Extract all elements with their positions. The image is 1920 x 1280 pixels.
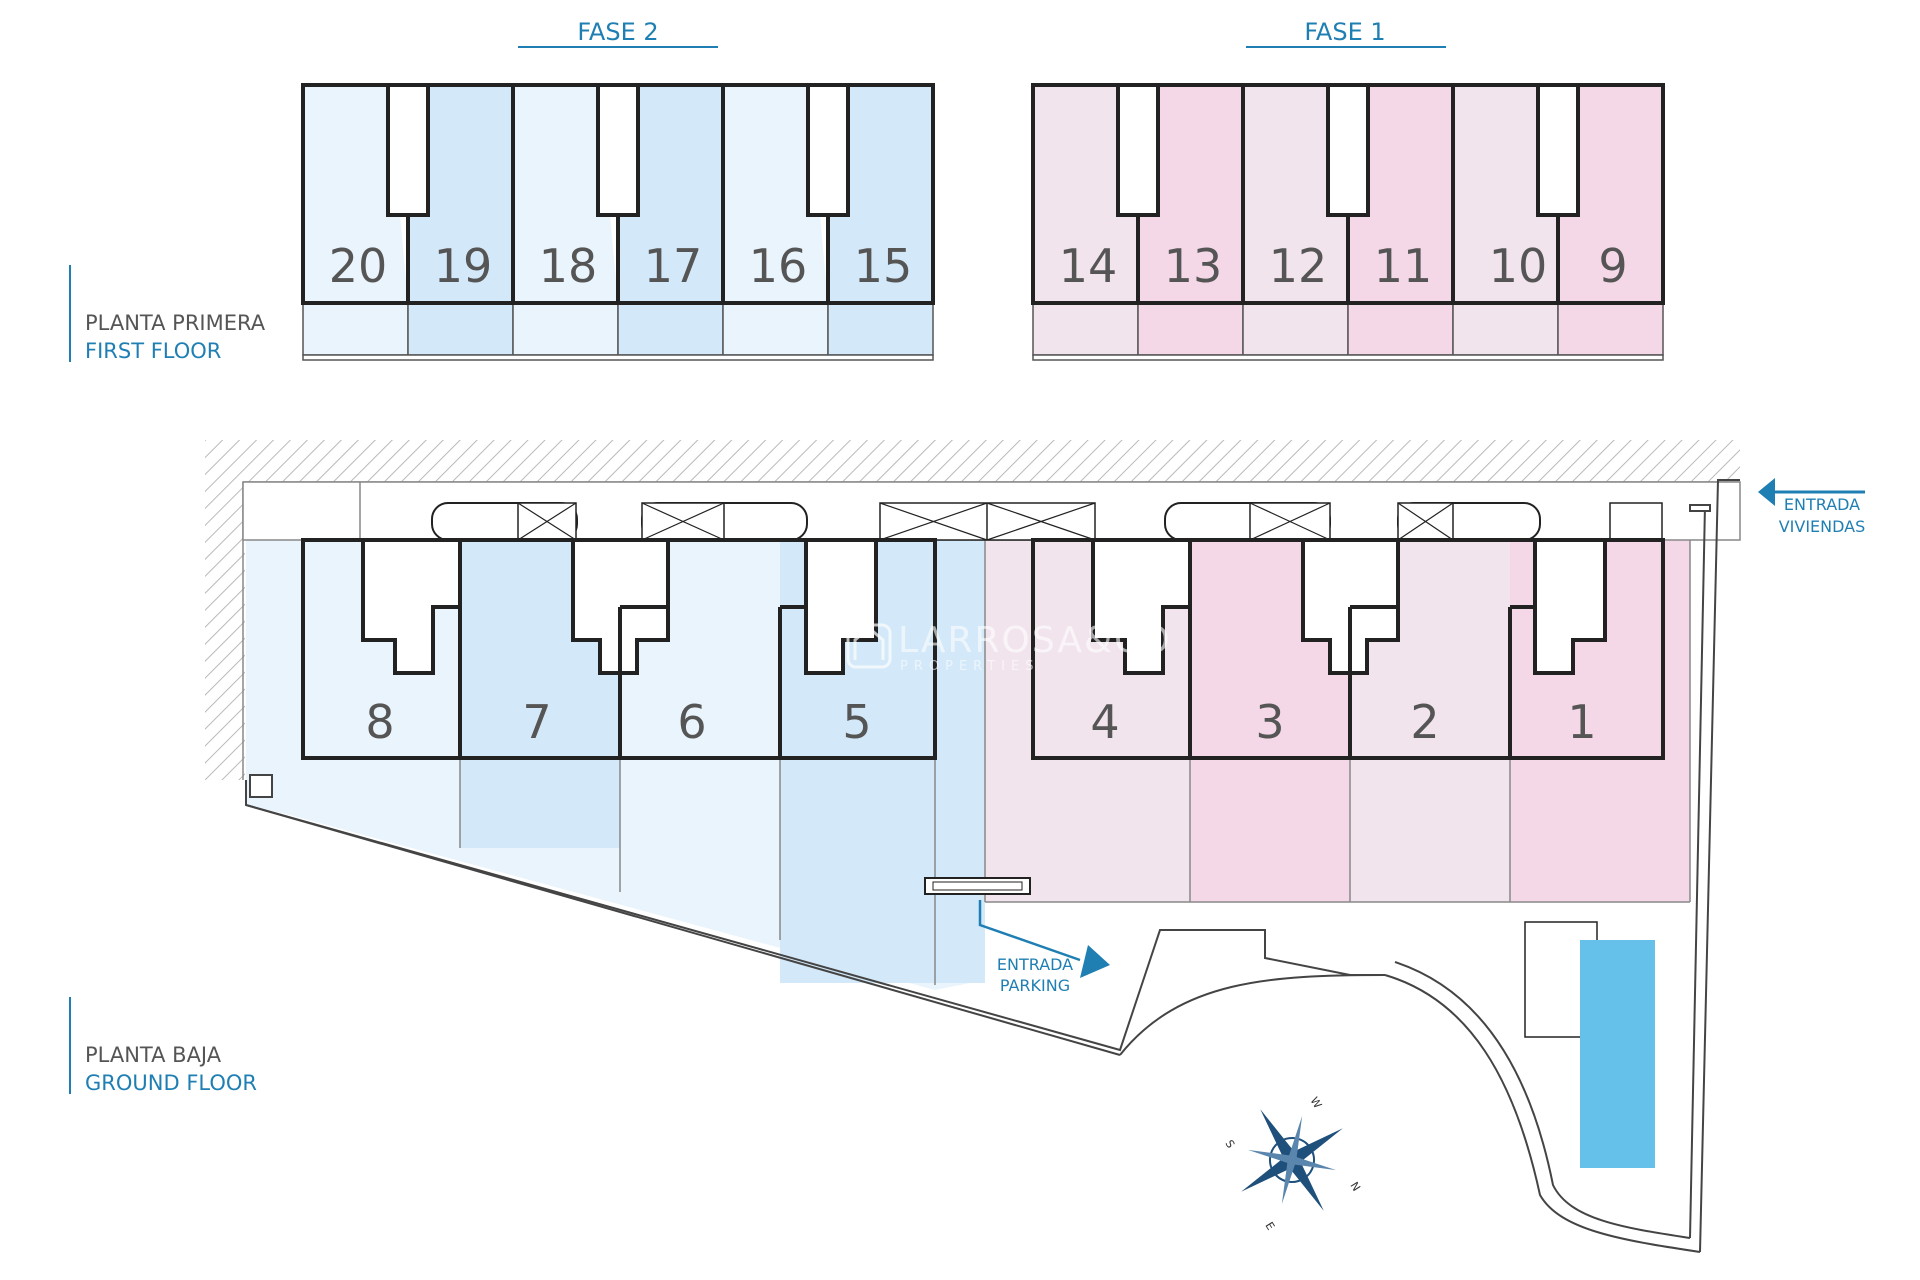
- boundary-hatch: [205, 440, 1740, 780]
- watermark-sub: PROPERTIES: [900, 659, 1040, 674]
- unit-11: 11: [1374, 239, 1433, 293]
- entrance-parking-line-2: PARKING: [1000, 976, 1070, 995]
- compass-rose-icon: [1241, 1109, 1343, 1211]
- first-floor-label-es: PLANTA PRIMERA: [85, 311, 266, 335]
- garden-separators: [459, 540, 1691, 985]
- unit-15: 15: [854, 239, 913, 293]
- unit-2: 2: [1410, 695, 1439, 749]
- ground-floor-label-en: GROUND FLOOR: [85, 1071, 257, 1095]
- compass-n: N: [1347, 1180, 1362, 1194]
- entrance-housing-line-1: ENTRADA: [1784, 495, 1860, 514]
- first-floor-phase-2: [301, 83, 935, 361]
- unit-19: 19: [434, 239, 493, 293]
- ground-floor-phase-2: [301, 538, 937, 760]
- unit-8: 8: [365, 695, 394, 749]
- unit-20: 20: [329, 239, 388, 293]
- entrance-parking-line-1: ENTRADA: [997, 955, 1073, 974]
- ground-garden-7: [460, 758, 620, 848]
- unit-18: 18: [539, 239, 598, 293]
- unit-3: 3: [1255, 695, 1284, 749]
- compass-e: E: [1262, 1220, 1277, 1233]
- entrance-housing-line-2: VIVIENDAS: [1779, 517, 1866, 536]
- unit-4: 4: [1090, 695, 1119, 749]
- unit-12: 12: [1269, 239, 1328, 293]
- phase-2-title: FASE 2: [577, 18, 658, 46]
- unit-13: 13: [1164, 239, 1223, 293]
- unit-16: 16: [749, 239, 808, 293]
- phase-1-title: FASE 1: [1304, 18, 1385, 46]
- unit-5: 5: [842, 695, 871, 749]
- first-floor-phase-1: [1031, 83, 1665, 361]
- ground-floor-phase-1: [1031, 538, 1665, 760]
- site-boundary: [245, 479, 1740, 1253]
- compass-s: S: [1222, 1138, 1237, 1151]
- ground-garden-5: [780, 758, 985, 983]
- compass-w: W: [1307, 1095, 1324, 1111]
- unit-9: 9: [1598, 239, 1627, 293]
- watermark-brand: LARROSA&CO: [898, 620, 1172, 661]
- unit-7: 7: [522, 695, 551, 749]
- ground-strip-blue: [935, 540, 985, 758]
- ground-floor-label-es: PLANTA BAJA: [85, 1043, 222, 1067]
- parking-ramp-slot: [924, 877, 1031, 895]
- first-floor-label-en: FIRST FLOOR: [85, 339, 221, 363]
- access-corridor: [242, 481, 1741, 541]
- pool: [1580, 940, 1655, 1168]
- watermark-logo: [846, 623, 892, 669]
- entrance-parking-arrow: [978, 900, 1110, 978]
- unit-10: 10: [1489, 239, 1548, 293]
- unit-17: 17: [644, 239, 703, 293]
- unit-1: 1: [1567, 695, 1596, 749]
- entrance-housing-arrow: [1758, 478, 1865, 506]
- unit-6: 6: [677, 695, 706, 749]
- unit-14: 14: [1059, 239, 1118, 293]
